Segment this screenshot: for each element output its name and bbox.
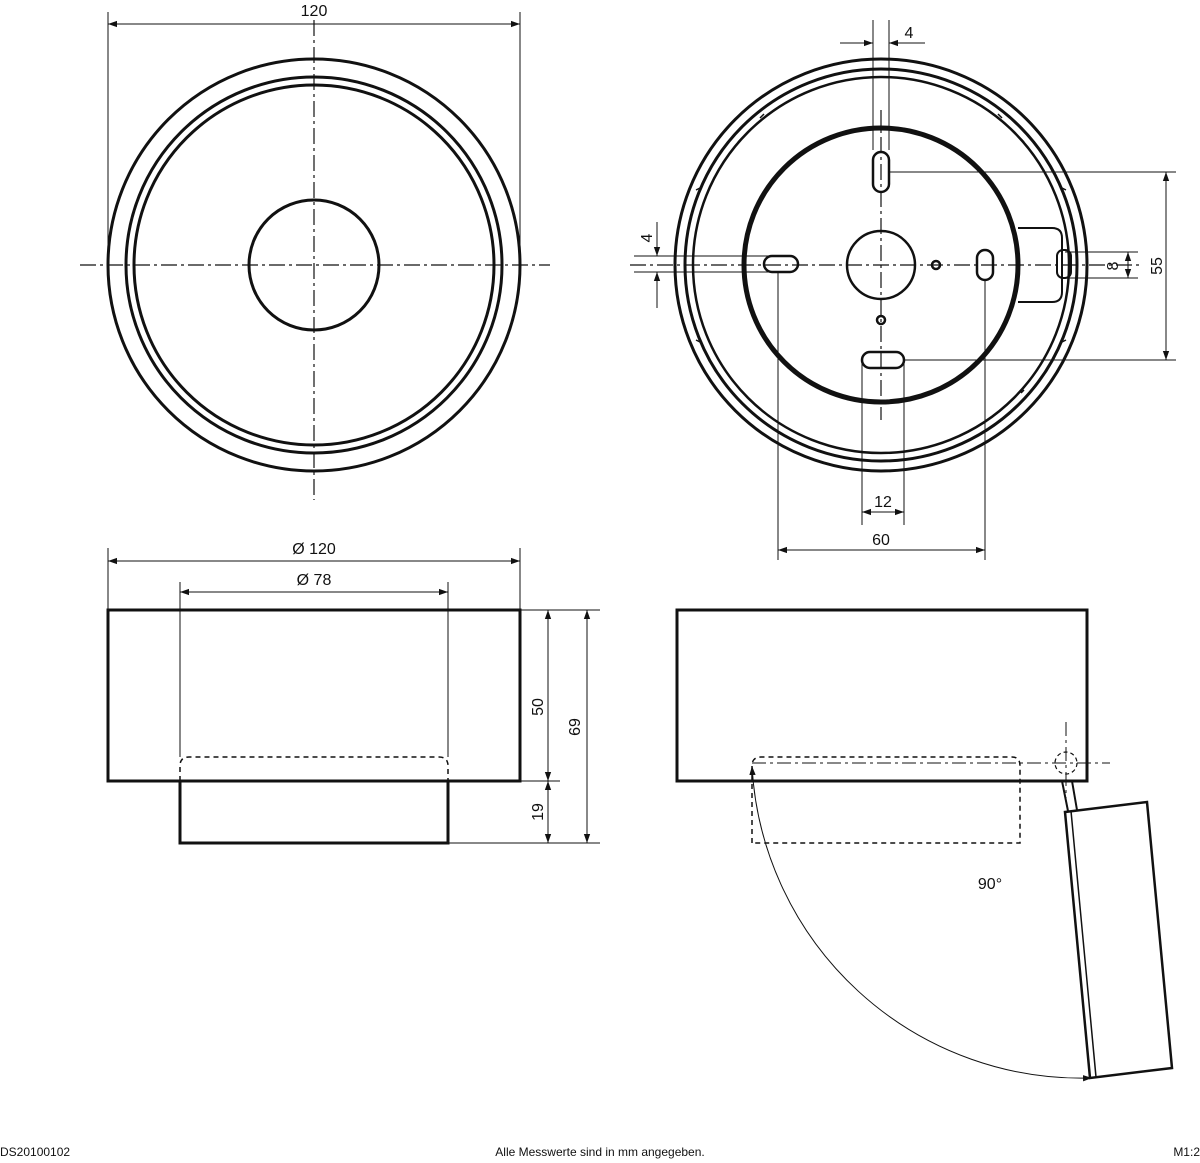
- front-width-label: 120: [301, 3, 328, 20]
- rotation-arc: [749, 765, 1093, 1082]
- rear-horizontal-spacing-label: 60: [872, 532, 890, 549]
- rear-terminal-clip: [1056, 249, 1072, 279]
- side-hidden-recess: [179, 756, 449, 781]
- hinged-arm-2: [1071, 780, 1078, 811]
- hinged-lid: [1063, 800, 1174, 1080]
- rear-view: [630, 20, 1176, 560]
- hinged-hidden-base: [751, 756, 1021, 844]
- units-note: Alle Messwerte sind in mm angegeben.: [495, 1145, 705, 1159]
- side-collar-height-label: 19: [530, 803, 547, 821]
- side-outer-diameter-label: Ø 120: [292, 541, 336, 558]
- scale-label: M1:2: [1173, 1145, 1200, 1159]
- side-inner-diameter-label: Ø 78: [297, 572, 332, 589]
- hinged-arm: [1061, 780, 1069, 812]
- side-collar: [178, 779, 450, 845]
- side-total-height-label: 69: [567, 718, 584, 736]
- hinged-lid-inner: [1070, 810, 1097, 1078]
- rear-outer-ring: [673, 57, 1089, 473]
- rear-side-slot-height-label: 4: [639, 233, 656, 242]
- rear-right-slot-height-label: 8: [1105, 261, 1122, 270]
- side-body: [106, 608, 522, 783]
- rear-vertical-spacing-label: 55: [1149, 257, 1166, 275]
- hinged-view: [675, 608, 1174, 1082]
- hinged-body: [675, 608, 1089, 783]
- rear-rim-ticks: [695, 113, 1067, 394]
- side-view: [106, 548, 600, 845]
- rear-screw-dot-bottom: [875, 314, 887, 326]
- rotation-angle-label: 90°: [978, 876, 1002, 893]
- rear-slot-width-label: 4: [905, 25, 914, 42]
- rear-slot-length-label: 12: [874, 494, 892, 511]
- rear-slot-left: [762, 254, 800, 274]
- front-view: [80, 12, 550, 500]
- side-body-height-label: 50: [530, 698, 547, 716]
- rear-slot-bottom: [860, 350, 906, 370]
- drawing-code: DS20100102: [0, 1145, 71, 1159]
